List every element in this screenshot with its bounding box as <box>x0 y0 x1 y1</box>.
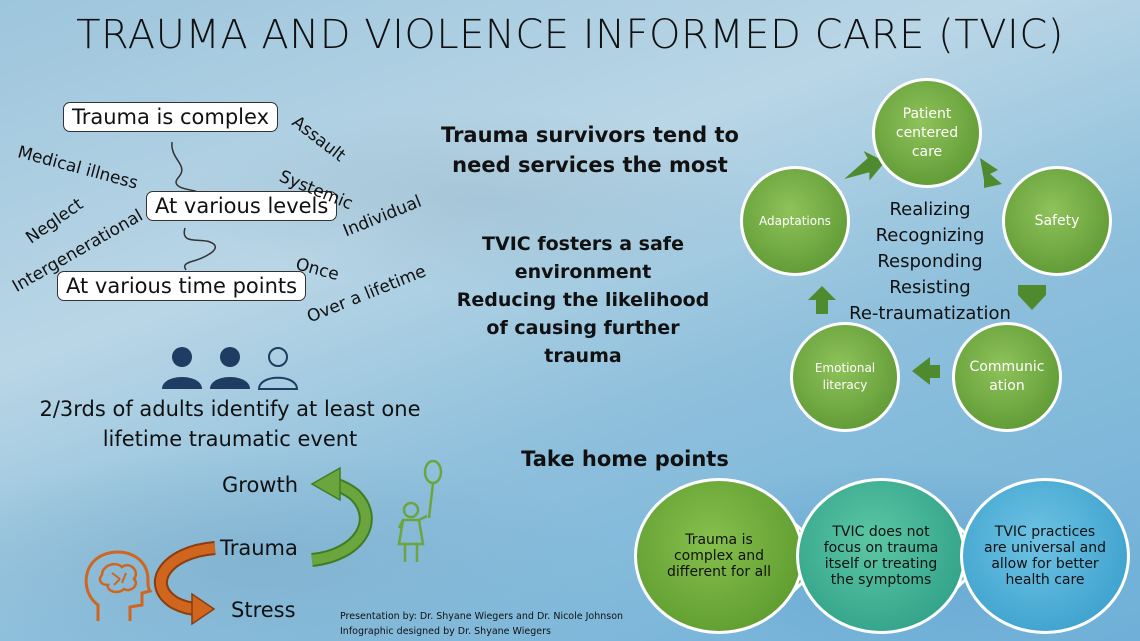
ring-center-1: Realizing <box>889 199 971 220</box>
point-3-circle: TVIC practices are universal and allow f… <box>960 478 1130 634</box>
ring-node-emotional-literacy: Emotional literacy <box>790 322 900 432</box>
ring-center-2: Recognizing <box>875 225 985 246</box>
brain-head-icon <box>84 550 153 621</box>
credit-infographic: Infographic designed by Dr. Shyane Wiege… <box>340 626 551 637</box>
cycle-trauma: Trauma <box>220 536 298 560</box>
survivors-line-1: Trauma survivors tend to <box>441 123 739 147</box>
fosters-line-1: TVIC fosters a safe <box>482 233 684 255</box>
credits: Presentation by: Dr. Shyane Wiegers and … <box>340 609 623 639</box>
time-points-box: At various time points <box>57 271 307 301</box>
ring-center-4: Resisting <box>889 277 971 298</box>
ring-node-patient-centered-care: Patient centered care <box>872 78 982 188</box>
page-title: TRAUMA AND VIOLENCE INFORMED CARE (TVIC) <box>76 12 1064 58</box>
various-levels-box: At various levels <box>146 191 338 221</box>
trauma-statistic: 2/3rds of adults identify at least one l… <box>0 394 460 454</box>
people-icon <box>162 347 299 390</box>
credit-presentation: Presentation by: Dr. Shyane Wiegers and … <box>340 611 624 622</box>
stat-line-1: 2/3rds of adults identify at least one <box>39 397 421 421</box>
ring-center-3: Responding <box>877 251 983 272</box>
ring-center-5: Re-traumatization <box>849 303 1011 324</box>
point-1-circle: Trauma is complex and different for all <box>634 478 804 634</box>
trauma-complex-box: Trauma is complex <box>63 102 278 132</box>
take-home-heading: Take home points <box>521 447 729 471</box>
ring-node-communication: Communic ation <box>952 322 1062 432</box>
fosters-line-2: environment <box>514 261 652 283</box>
survivors-line-2: need services the most <box>452 153 728 177</box>
ring-node-safety: Safety <box>1002 166 1112 276</box>
survivors-statement: Trauma survivors tend to need services t… <box>440 120 740 180</box>
cycle-stress: Stress <box>231 598 296 622</box>
fosters-line-4: of causing further <box>486 317 680 339</box>
stat-line-2: lifetime traumatic event <box>102 427 358 451</box>
fosters-line-3: Reducing the likelihood <box>456 289 710 311</box>
child-balloon-icon <box>397 459 443 562</box>
fosters-statement: TVIC fosters a safe environment Reducing… <box>448 230 718 370</box>
point-2-circle: TVIC does not focus on trauma itself or … <box>796 478 966 634</box>
ring-node-adaptations: Adaptations <box>740 166 850 276</box>
fosters-line-5: trauma <box>544 345 622 367</box>
cycle-growth: Growth <box>222 473 299 497</box>
ring-center-text: Realizing Recognizing Responding Resisti… <box>840 197 1020 327</box>
